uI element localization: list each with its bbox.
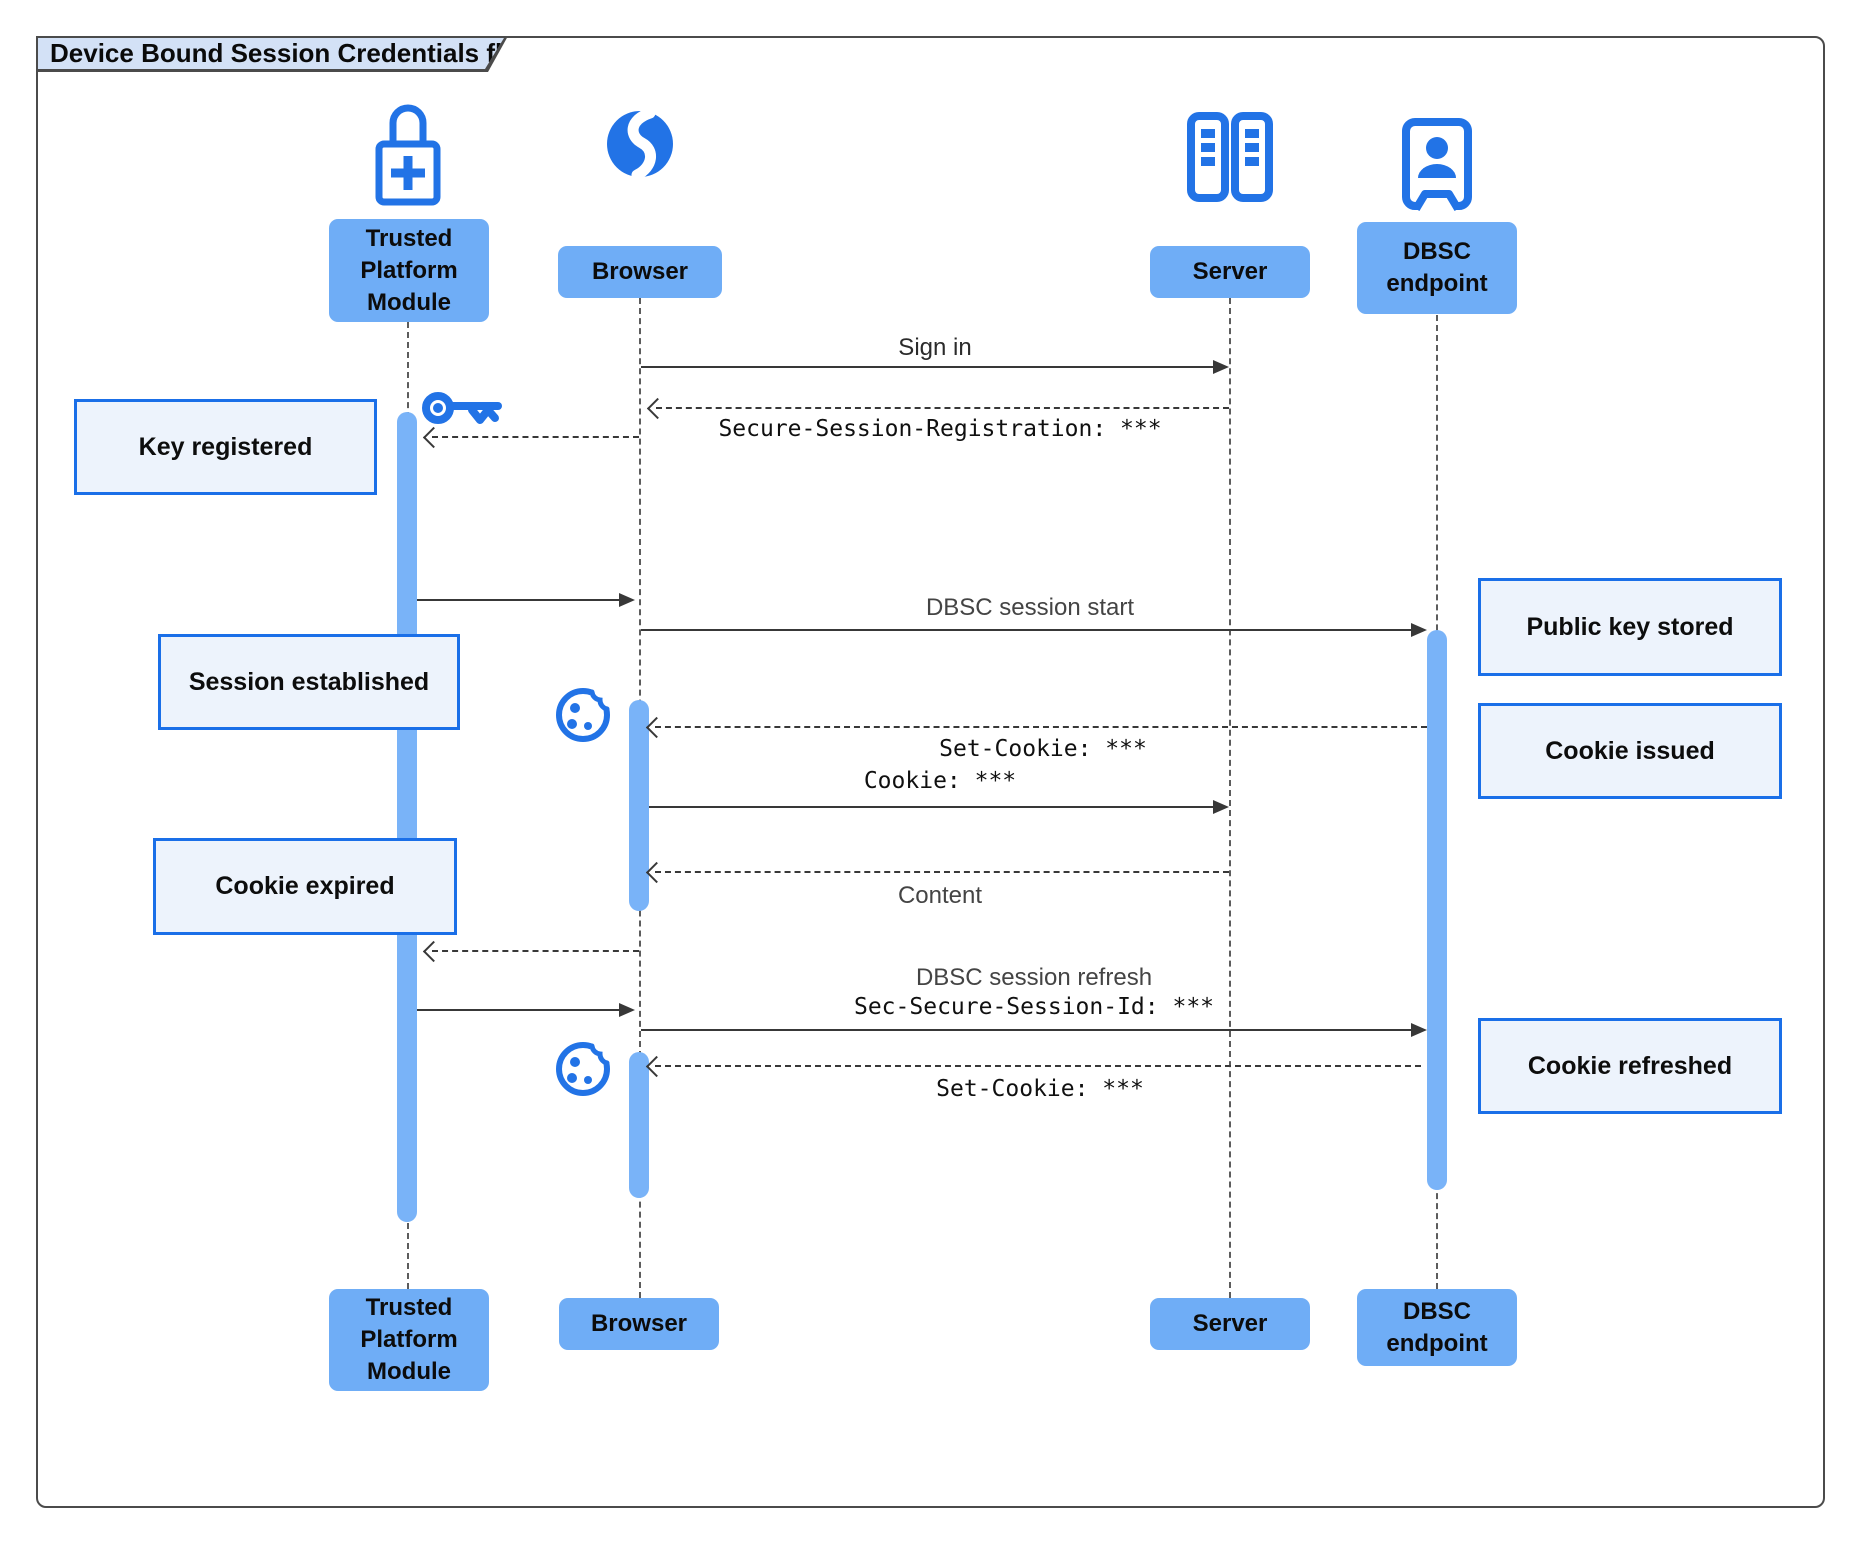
cookie-arrow <box>649 806 1214 808</box>
sign-request-arrow <box>432 950 639 952</box>
activation-bar-browser-2 <box>629 1052 649 1198</box>
signature-arrowhead <box>619 1003 635 1017</box>
set-cookie-2-label: Set-Cookie: *** <box>936 1076 1144 1102</box>
lifeline-server <box>1229 298 1231 1298</box>
cookie-icon <box>554 1038 614 1098</box>
note-public-key-stored: Public key stored <box>1478 578 1782 676</box>
actor-top-browser: Browser <box>558 246 722 298</box>
content-arrow <box>655 871 1229 873</box>
content-label: Content <box>897 882 983 909</box>
set-cookie-1-arrow <box>655 726 1427 728</box>
register-key-arrow <box>432 436 639 438</box>
actor-bottom-dbsc: DBSC endpoint <box>1357 1289 1517 1366</box>
diagram-title-tab: Device Bound Session Credentials flow <box>36 36 508 72</box>
actor-bottom-server: Server <box>1150 1298 1310 1350</box>
globe-icon <box>604 108 676 180</box>
note-cookie-issued: Cookie issued <box>1478 703 1782 799</box>
actor-top-tpm: Trusted Platform Module <box>329 219 489 322</box>
signature-arrow <box>417 1009 619 1011</box>
diagram-title: Device Bound Session Credentials flow <box>50 38 539 68</box>
session-refresh-label: DBSC session refresh <box>915 964 1153 991</box>
key-icon <box>420 380 506 440</box>
server-rack-icon <box>1186 111 1274 203</box>
lock-plus-icon <box>366 96 450 210</box>
cookie-arrowhead <box>1213 800 1229 814</box>
sign-in-label: Sign in <box>898 334 972 361</box>
note-cookie-refreshed: Cookie refreshed <box>1478 1018 1782 1114</box>
registration-label: Secure-Session-Registration: *** <box>718 416 1162 442</box>
activation-bar-dbsc <box>1427 630 1447 1190</box>
cookie-label: Cookie: *** <box>863 768 1017 794</box>
note-key-registered: Key registered <box>74 399 377 495</box>
key-ready-arrowhead <box>619 593 635 607</box>
sign-in-arrow <box>641 366 1214 368</box>
actor-top-dbsc: DBSC endpoint <box>1357 222 1517 314</box>
session-start-arrowhead <box>1411 623 1427 637</box>
session-start-arrow <box>641 629 1411 631</box>
set-cookie-2-arrow <box>655 1065 1421 1067</box>
session-refresh-arrow <box>641 1029 1411 1031</box>
actor-top-server: Server <box>1150 246 1310 298</box>
activation-bar-browser-1 <box>629 700 649 911</box>
door-person-icon <box>1398 114 1476 214</box>
note-session-established: Session established <box>158 634 460 730</box>
registration-arrow <box>656 407 1229 409</box>
key-ready-arrow <box>417 599 619 601</box>
session-start-label: DBSC session start <box>925 594 1135 621</box>
session-id-label: Sec-Secure-Session-Id: *** <box>853 994 1215 1020</box>
actor-bottom-browser: Browser <box>559 1298 719 1350</box>
activation-bar-tpm <box>397 412 417 1222</box>
sign-in-arrowhead <box>1213 360 1229 374</box>
set-cookie-1-label: Set-Cookie: *** <box>939 736 1147 762</box>
actor-bottom-tpm: Trusted Platform Module <box>329 1289 489 1391</box>
cookie-icon <box>554 684 614 744</box>
note-cookie-expired: Cookie expired <box>153 838 457 935</box>
session-refresh-arrowhead <box>1411 1023 1427 1037</box>
